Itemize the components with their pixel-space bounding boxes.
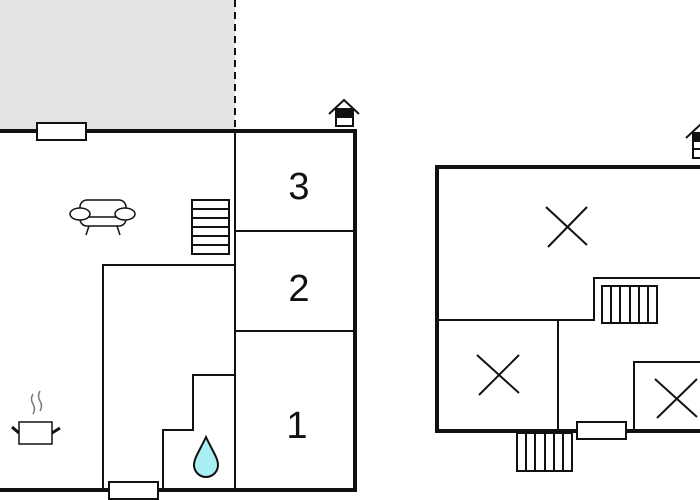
stairs-icon <box>191 199 230 255</box>
sofa-icon <box>69 199 136 236</box>
wall <box>633 361 700 431</box>
wall <box>437 277 700 321</box>
window-icon <box>36 122 87 141</box>
north-house-icon <box>328 98 360 127</box>
upper-floor-plan <box>435 123 700 472</box>
window-icon <box>108 481 159 500</box>
ground-floor-plan: 3 2 1 <box>0 0 360 500</box>
terrace-area <box>0 0 235 130</box>
room-number: 2 <box>288 268 309 310</box>
water-drop-icon <box>192 434 220 478</box>
north-house-icon <box>685 123 700 159</box>
cooking-pot-icon <box>11 390 61 445</box>
bathroom-wall <box>162 374 235 490</box>
window-icon <box>576 421 627 440</box>
bedroom-cross-icon <box>654 378 698 419</box>
wall <box>102 264 235 490</box>
bedroom-cross-icon <box>476 354 520 396</box>
room-number: 1 <box>286 405 307 447</box>
outer-walls <box>0 129 357 492</box>
stairs-icon <box>516 432 573 472</box>
outer-walls <box>435 165 700 433</box>
stairs-icon <box>601 285 658 324</box>
bedroom-cross-icon <box>545 206 588 248</box>
room-number: 3 <box>288 166 309 208</box>
